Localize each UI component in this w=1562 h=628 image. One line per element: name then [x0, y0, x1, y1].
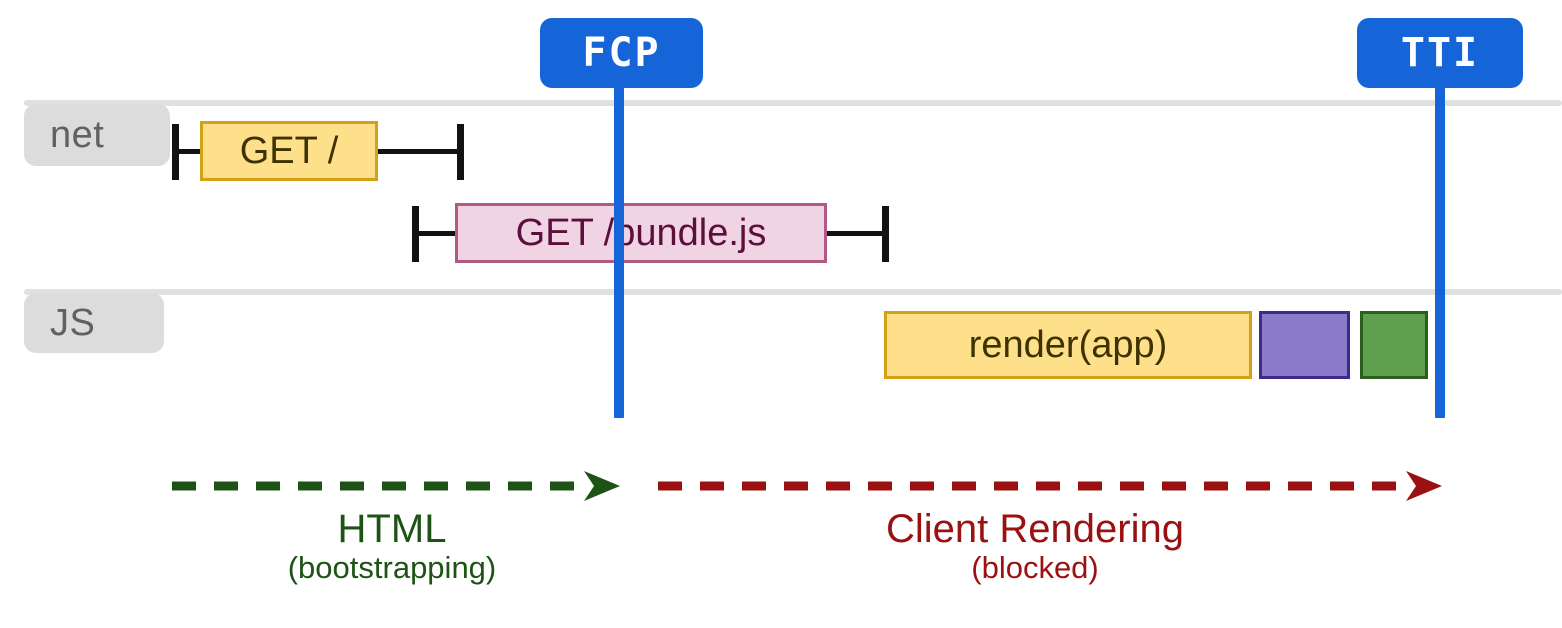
lane-rule-net	[24, 100, 1562, 106]
phase-caption-client-rendering: Client Rendering (blocked)	[830, 507, 1240, 586]
network-request-row: GET /	[0, 118, 1562, 184]
network-bar-label: GET /	[239, 130, 339, 172]
phase-caption-html: HTML (bootstrapping)	[222, 507, 562, 586]
phase-title: Client Rendering	[886, 507, 1184, 551]
whisker-stem-start	[172, 149, 204, 154]
network-bar-label: GET /bundle.js	[515, 212, 767, 254]
network-request-row: GET /bundle.js	[0, 200, 1562, 266]
lane-label-js-text: JS	[50, 302, 96, 344]
js-task-green[interactable]	[1360, 311, 1428, 379]
network-bar-get-root[interactable]: GET /	[200, 121, 378, 181]
whisker-stem-end	[374, 149, 464, 154]
milestone-badge-label: FCP	[582, 30, 661, 76]
phase-arrow-client-rendering	[658, 469, 1444, 503]
whisker-stem-start	[412, 231, 459, 236]
js-task-label: render(app)	[968, 324, 1168, 366]
js-task-render-app[interactable]: render(app)	[884, 311, 1252, 379]
network-bar-get-bundle[interactable]: GET /bundle.js	[455, 203, 827, 263]
whisker-cap-end	[882, 206, 889, 262]
milestone-badge-fcp[interactable]: FCP	[540, 18, 703, 88]
lane-label-net-text: net	[50, 114, 105, 156]
milestone-badge-tti[interactable]: TTI	[1357, 18, 1523, 88]
lane-rule-js	[24, 289, 1562, 295]
phase-title: HTML	[337, 507, 447, 551]
whisker-cap-end	[457, 124, 464, 180]
phase-subtitle: (blocked)	[971, 550, 1099, 586]
phase-arrow-html	[172, 469, 622, 503]
milestone-line-tti	[1435, 84, 1445, 418]
js-task-purple[interactable]	[1259, 311, 1350, 379]
lane-label-net: net	[24, 104, 170, 166]
milestone-line-fcp	[614, 84, 624, 418]
phase-subtitle: (bootstrapping)	[287, 550, 497, 586]
milestone-badge-label: TTI	[1400, 30, 1480, 76]
whisker-stem-end	[823, 231, 885, 236]
lane-label-js: JS	[24, 293, 164, 353]
